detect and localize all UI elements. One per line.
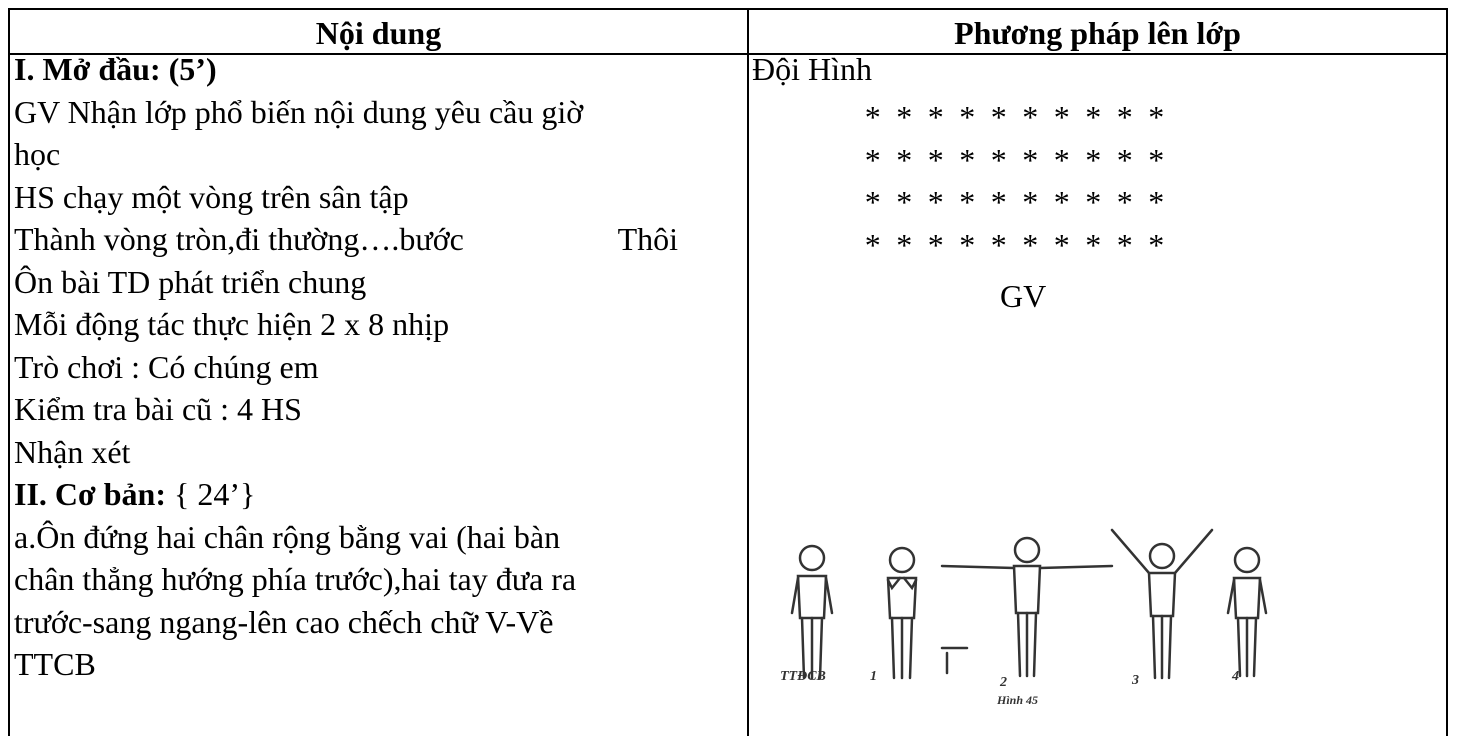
- content-line: Ôn bài TD phát triển chung: [14, 263, 367, 300]
- section1-title: I. Mở đầu: (5’): [14, 51, 217, 87]
- student-star: *: [864, 226, 881, 263]
- student-star: *: [1116, 184, 1133, 220]
- student-star: *: [990, 99, 1007, 135]
- formation-row: * * * * * * * * * *: [857, 224, 1172, 267]
- content-line: chân thẳng hướng phía trước),hai tay đưa…: [14, 561, 577, 597]
- student-star: *: [959, 184, 976, 220]
- figure-step3-icon: [1110, 528, 1214, 680]
- figure-step4-icon: [1226, 546, 1268, 678]
- header-method: Phương pháp lên lớp: [954, 15, 1241, 51]
- student-star: *: [1022, 99, 1039, 135]
- student-star: *: [1148, 184, 1165, 220]
- formation-label: Đội Hình: [752, 51, 872, 87]
- student-star: *: [896, 184, 913, 220]
- student-star: *: [1022, 226, 1039, 263]
- content-line: Mỗi động tác thực hiện 2 x 8 nhịp: [14, 306, 450, 342]
- formation-row: * * * * * * * * * *: [857, 96, 1172, 139]
- content-line: TTCB: [14, 646, 96, 682]
- lesson-table: Nội dung Phương pháp lên lớp: [8, 8, 1448, 736]
- content-line: trước-sang ngang-lên cao chếch chữ V-Về: [14, 603, 554, 640]
- student-star: *: [1085, 141, 1102, 178]
- student-star: *: [864, 141, 881, 178]
- figure-label: 2: [999, 675, 1007, 690]
- exercise-figure: TTĐCB 1 2 3 4 Hình 45: [780, 528, 1268, 707]
- formation-row: * * * * * * * * * *: [857, 181, 1172, 224]
- student-star: *: [1053, 226, 1070, 263]
- formation-row: * * * * * * * * * *: [857, 139, 1172, 182]
- student-star: *: [1053, 184, 1070, 220]
- figure-step2-icon: [940, 536, 1114, 678]
- content-text: Thôi: [617, 221, 678, 257]
- content-line: Kiểm tra bài cũ : 4 HS: [14, 391, 302, 427]
- figure-label: 3: [1131, 673, 1139, 688]
- content-column: I. Mở đầu: (5’) GV Nhận lớp phổ biến nội…: [14, 48, 714, 686]
- header-divider: [10, 53, 1446, 55]
- student-star: *: [927, 184, 944, 220]
- formation-grid: * * * * * * * * * * * * * * * * * * * * * * * * * * * * * * * * * * * * * * * *: [857, 96, 1172, 266]
- student-star: *: [927, 99, 944, 135]
- student-star: *: [990, 184, 1007, 220]
- student-star: *: [927, 141, 944, 178]
- student-star: *: [1148, 141, 1165, 178]
- figure-caption: Hình 45: [996, 693, 1038, 707]
- header-content: Nội dung: [315, 15, 442, 51]
- figure-label: 1: [870, 669, 877, 684]
- section2-time: { 24’}: [165, 476, 256, 512]
- student-star: *: [864, 99, 881, 135]
- figure-step1-icon: [886, 546, 969, 680]
- student-star: *: [864, 184, 881, 220]
- column-divider: [747, 10, 749, 736]
- content-line: GV Nhận lớp phổ biến nội dung yêu cầu gi…: [14, 93, 584, 130]
- student-star: *: [1053, 141, 1070, 178]
- student-star: *: [959, 99, 976, 135]
- content-line: HS chạy một vòng trên sân tập: [14, 178, 409, 215]
- student-star: *: [1022, 184, 1039, 220]
- student-star: *: [896, 226, 913, 263]
- student-star: *: [1022, 141, 1039, 178]
- student-star: *: [1085, 226, 1102, 263]
- student-star: *: [1116, 99, 1133, 135]
- content-line: Thành vòng tròn,đi thường….bước Thôi: [14, 218, 678, 261]
- content-text: Thành vòng tròn,đi thường….bước: [14, 221, 464, 257]
- content-line: a.Ôn đứng hai chân rộng bằng vai (hai bà…: [14, 518, 561, 555]
- figure-label: 4: [1231, 669, 1239, 684]
- student-star: *: [1053, 99, 1070, 135]
- content-line: học: [14, 136, 61, 172]
- student-star: *: [1085, 99, 1102, 135]
- student-star: *: [1116, 226, 1133, 263]
- content-line: Trò chơi : Có chúng em: [14, 348, 319, 385]
- student-star: *: [927, 226, 944, 263]
- section2-title: II. Cơ bản:: [14, 476, 166, 512]
- student-star: *: [896, 141, 913, 178]
- student-star: *: [1116, 141, 1133, 178]
- student-star: *: [1148, 99, 1165, 135]
- student-star: *: [1085, 184, 1102, 220]
- student-star: *: [990, 226, 1007, 263]
- method-column: Đội Hình: [752, 48, 872, 91]
- student-star: *: [990, 141, 1007, 178]
- student-star: *: [959, 226, 976, 263]
- figure-stand-icon: [790, 544, 834, 680]
- student-star: *: [1148, 226, 1165, 263]
- section2-title-line: II. Cơ bản: { 24’}: [14, 473, 714, 516]
- student-star: *: [896, 99, 913, 135]
- student-star: *: [959, 141, 976, 178]
- figure-label: TTĐCB: [780, 669, 826, 684]
- content-line: Nhận xét: [14, 433, 131, 470]
- teacher-label: GV: [1000, 278, 1047, 314]
